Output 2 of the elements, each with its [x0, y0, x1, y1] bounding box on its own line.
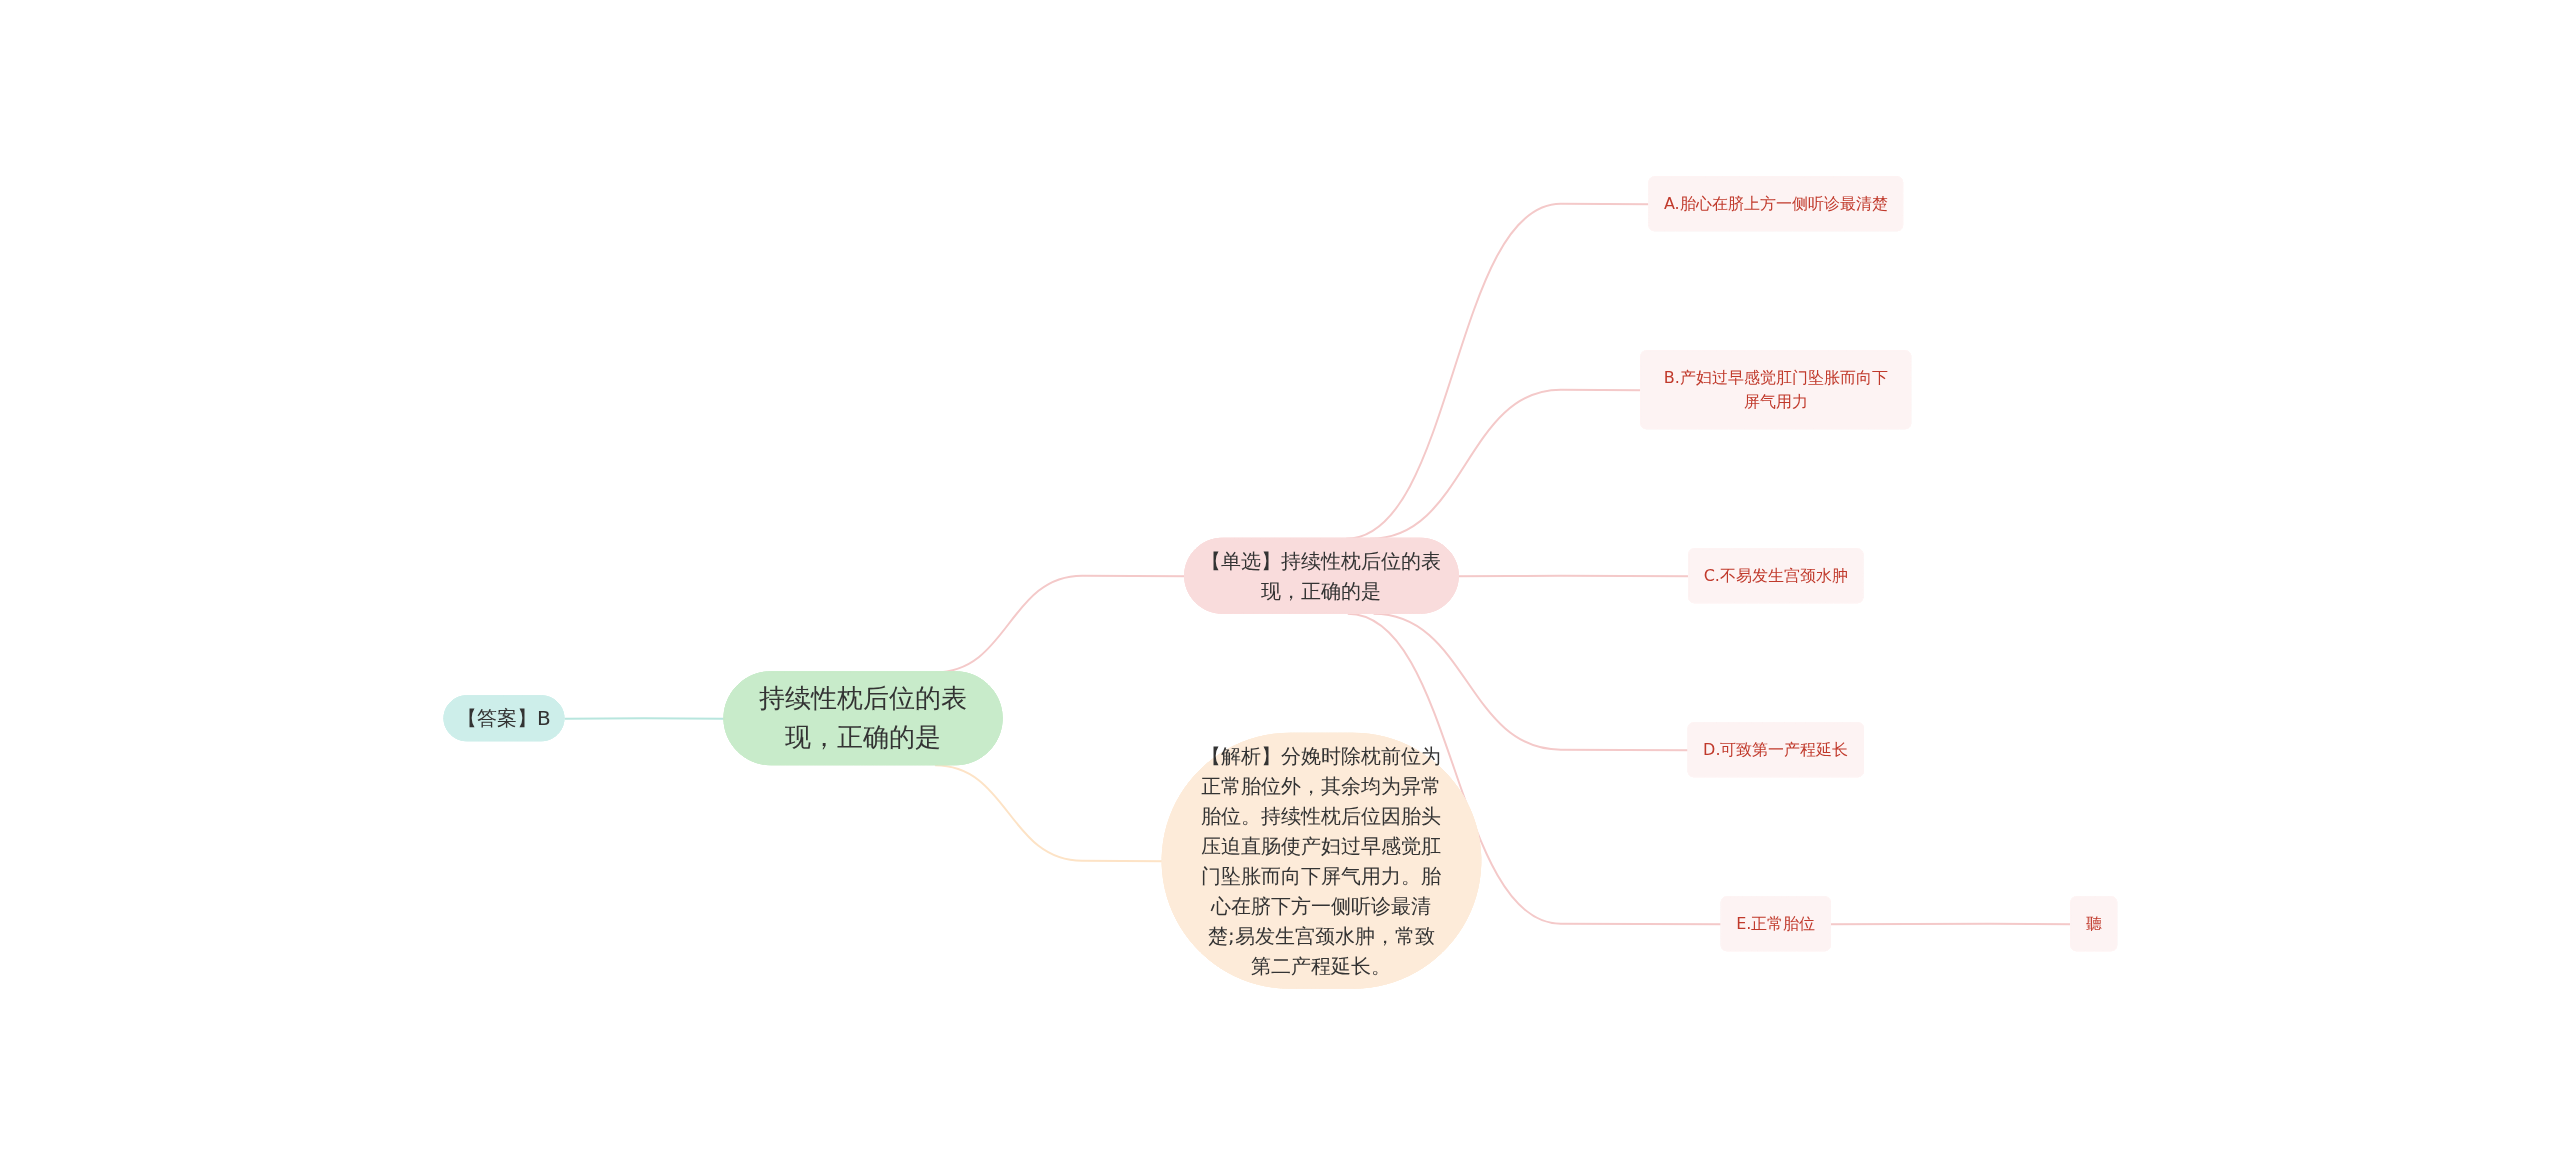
connector — [1829, 922, 2072, 926]
connector — [1457, 574, 1690, 578]
